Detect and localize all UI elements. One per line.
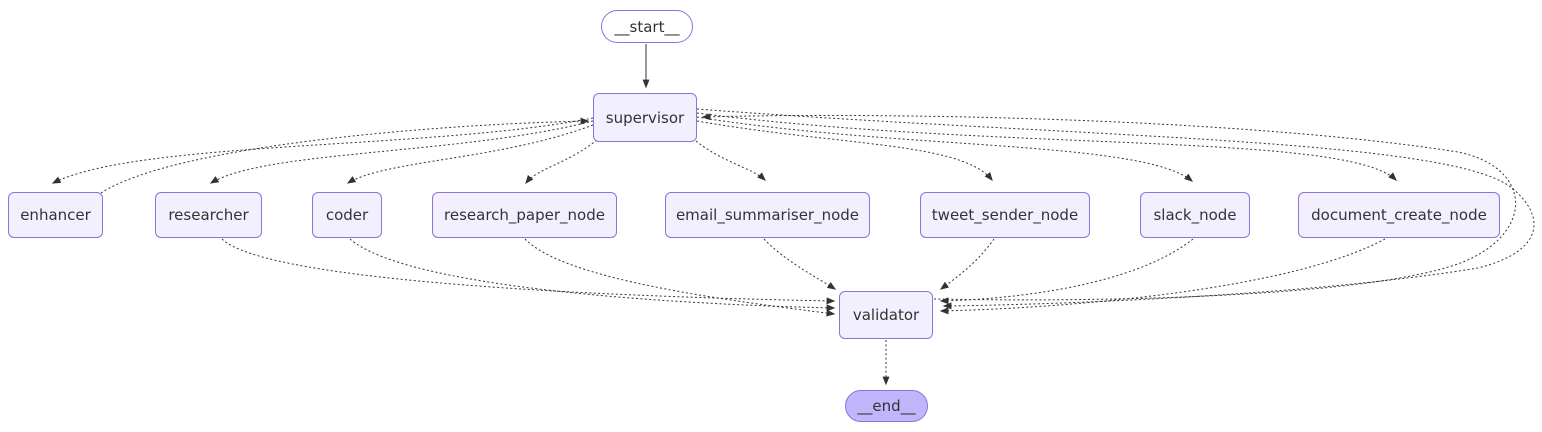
edge-document-create-validator [939, 238, 1386, 315]
node-tweet-sender: tweet_sender_node [920, 192, 1090, 238]
node-document-create: document_create_node [1298, 192, 1500, 238]
node-document-create-label: document_create_node [1311, 206, 1487, 224]
edge-supervisor-enhancer [51, 117, 594, 184]
edge-slack-validator [939, 238, 1194, 305]
edge-validator-supervisor [701, 113, 1517, 301]
node-validator: validator [839, 291, 933, 339]
node-research-paper-label: research_paper_node [444, 206, 605, 224]
edge-supervisor-validator [696, 108, 1535, 310]
edge-supervisor-document-create [696, 112, 1397, 181]
edge-supervisor-coder [346, 124, 594, 184]
edge-supervisor-email-summariser [695, 140, 766, 181]
node-start: __start__ [601, 10, 693, 43]
edge-supervisor-researcher [209, 120, 594, 184]
node-enhancer-label: enhancer [20, 206, 91, 224]
edge-researcher-validator [221, 238, 836, 305]
edge-coder-validator [349, 238, 836, 312]
edge-supervisor-tweet-sender [696, 120, 993, 182]
node-researcher: researcher [155, 192, 262, 238]
node-coder-label: coder [325, 206, 369, 224]
node-start-label: __start__ [614, 17, 680, 36]
node-slack: slack_node [1140, 192, 1250, 238]
edge-tweet-sender-validator [939, 238, 995, 290]
node-end: __end__ [845, 390, 928, 422]
node-enhancer: enhancer [8, 192, 103, 238]
node-supervisor-label: supervisor [605, 108, 685, 127]
node-coder: coder [312, 192, 382, 238]
node-tweet-sender-label: tweet_sender_node [931, 206, 1079, 224]
edge-supervisor-research-paper [525, 139, 598, 185]
edge-enhancer-supervisor [100, 117, 590, 194]
node-end-label: __end__ [857, 397, 916, 415]
node-slack-label: slack_node [1153, 206, 1237, 224]
node-research-paper: research_paper_node [432, 192, 617, 238]
node-supervisor: supervisor [593, 93, 697, 142]
node-email-summariser: email_summariser_node [665, 192, 870, 238]
node-email-summariser-label: email_summariser_node [675, 206, 860, 224]
edge-supervisor-slack [696, 116, 1194, 182]
node-validator-label: validator [852, 306, 920, 324]
edge-email-summariser-validator [763, 238, 837, 290]
edge-research-paper-validator [524, 238, 836, 317]
node-researcher-label: researcher [168, 206, 249, 224]
